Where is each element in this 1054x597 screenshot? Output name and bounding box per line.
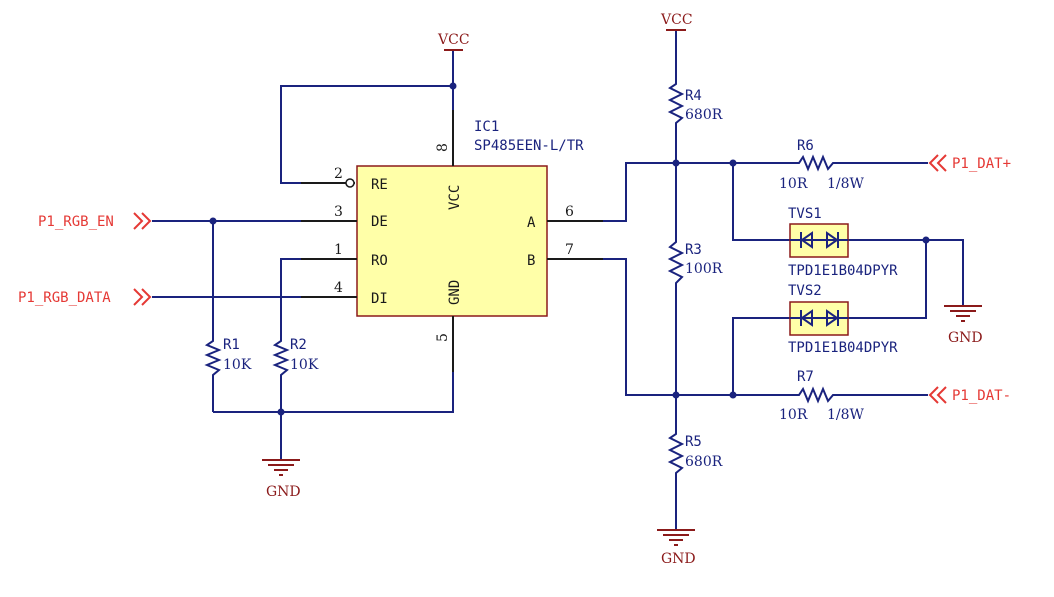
resistor-r7: R7 10R 1/8W — [779, 369, 865, 423]
resistor-r6: R6 10R 1/8W — [779, 138, 865, 192]
ic1-pin-a-num: 6 — [565, 204, 574, 220]
r7-power: 1/8W — [827, 407, 865, 423]
resistor-r5: R5 680R — [667, 430, 723, 478]
r2-value: 10K — [290, 357, 319, 373]
net-port-dat-plus: P1_DAT+ — [928, 154, 1011, 172]
gnd-left: GND — [262, 459, 301, 500]
resistor-r2: R2 10K — [272, 337, 319, 380]
r5-value: 680R — [685, 454, 723, 470]
r1-ref: R1 — [223, 337, 240, 353]
gnd-tvs: GND — [944, 305, 983, 346]
ic1-body — [356, 165, 548, 317]
gnd-tvs-label: GND — [948, 330, 983, 346]
net-label-dat-plus: P1_DAT+ — [952, 156, 1011, 172]
resistor-r4: R4 680R — [667, 80, 723, 128]
ic1-pin-ro-num: 1 — [334, 242, 343, 258]
tvs2-ref: TVS2 — [788, 283, 822, 299]
ic1-pin-de-name: DE — [371, 214, 388, 230]
ic1-pin-re-inversion — [345, 178, 355, 188]
net-port-rgb-en: P1_RGB_EN — [38, 212, 152, 230]
ic1-ref: IC1 — [474, 119, 499, 135]
net-label-rgb-en: P1_RGB_EN — [38, 214, 114, 230]
wires-right — [603, 30, 964, 530]
ic1-pin-de-num: 3 — [334, 204, 343, 220]
ic1-pin-di-num: 4 — [334, 280, 343, 296]
resistor-r3: R3 100R — [667, 238, 723, 288]
ic1-pin-b-name: B — [527, 253, 535, 269]
ic1-pin-gnd-num: 5 — [435, 333, 451, 342]
r6-power: 1/8W — [827, 176, 865, 192]
ic1-pin-vcc-num: 8 — [435, 143, 451, 152]
ic1-pin-ro-name: RO — [371, 253, 388, 269]
r1-value: 10K — [223, 357, 252, 373]
vcc-ic1: VCC — [437, 32, 470, 51]
ic1-pin-a-name: A — [527, 215, 536, 231]
r3-ref: R3 — [685, 242, 702, 258]
r3-value: 100R — [685, 261, 723, 277]
net-port-rgb-data: P1_RGB_DATA — [18, 288, 152, 306]
tvs-diode-2: TVS2 TPD1E1B04DPYR — [788, 283, 898, 356]
net-label-dat-minus: P1_DAT- — [952, 388, 1011, 404]
tvs-diode-1: TVS1 TPD1E1B04DPYR — [788, 206, 898, 279]
r6-value: 10R — [779, 176, 808, 192]
vcc-bias-label: VCC — [660, 12, 693, 28]
gnd-bias-label: GND — [661, 551, 696, 567]
vcc-bias: VCC — [660, 12, 693, 31]
gnd-left-label: GND — [266, 484, 301, 500]
r5-ref: R5 — [685, 434, 702, 450]
r7-ref: R7 — [797, 369, 814, 385]
gnd-bias: GND — [657, 529, 696, 567]
net-label-rgb-data: P1_RGB_DATA — [18, 290, 111, 306]
ic1-part: SP485EEN-L/TR — [474, 138, 584, 154]
r2-ref: R2 — [290, 337, 307, 353]
ic1-pin-di-name: DI — [371, 291, 388, 307]
r4-value: 680R — [685, 107, 723, 123]
ic1-pin-vcc-name: VCC — [447, 185, 463, 210]
tvs1-part: TPD1E1B04DPYR — [788, 263, 898, 279]
r6-ref: R6 — [797, 138, 814, 154]
ic1-pin-re-name: RE — [371, 177, 388, 193]
ic1: IC1 SP485EEN-L/TR RE DE RO DI A B VCC GN… — [301, 110, 603, 372]
net-port-dat-minus: P1_DAT- — [928, 386, 1011, 404]
resistor-r1: R1 10K — [204, 337, 252, 380]
tvs1-ref: TVS1 — [788, 206, 822, 222]
wires-left — [152, 50, 457, 460]
r7-value: 10R — [779, 407, 808, 423]
tvs2-part: TPD1E1B04DPYR — [788, 340, 898, 356]
r4-ref: R4 — [685, 88, 702, 104]
ic1-pin-b-num: 7 — [565, 242, 574, 258]
ic1-pin-gnd-name: GND — [447, 280, 463, 305]
vcc-ic1-label: VCC — [437, 32, 470, 48]
ic1-pin-re-num: 2 — [334, 166, 343, 182]
